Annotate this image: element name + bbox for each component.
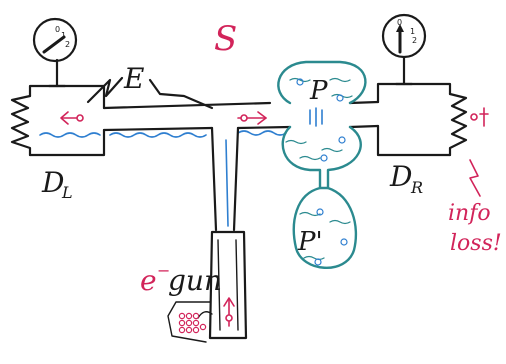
info-loss-pointer <box>469 159 481 197</box>
left-gauge: 0 1 2 <box>32 17 78 88</box>
piston-label-P: P <box>309 76 328 106</box>
chamber-P-lower <box>281 125 362 190</box>
piston-label-P-prime: P' <box>297 227 323 257</box>
pipe-zigzag-left <box>86 76 124 104</box>
gun-grip-dots <box>178 312 207 334</box>
right-gauge-tick-2: 2 <box>412 36 417 45</box>
left-gauge-tick-1: 1 <box>61 31 66 40</box>
electron-gun: e − gun <box>140 230 248 343</box>
chamber-P-prime <box>292 186 358 269</box>
pipe-bottom-left <box>102 126 214 132</box>
gun-label-sup: − <box>157 261 170 280</box>
info-loss-line1: info <box>448 201 491 226</box>
gun-label: gun <box>168 264 222 297</box>
system-label: S <box>214 19 237 59</box>
piston-gap-marks <box>309 107 323 127</box>
pipe-label-E: E <box>123 62 144 95</box>
detector-left-label: D <box>41 166 64 199</box>
left-detector <box>10 84 106 157</box>
pipe-zigzag-right <box>148 78 214 110</box>
gun-label-prefix: e <box>140 264 157 297</box>
right-detector <box>376 82 489 157</box>
right-gauge-tick-0: 0 <box>397 18 402 27</box>
left-gauge-tick-0: 0 <box>55 25 60 34</box>
pipe-water-left <box>109 132 207 138</box>
piston-chamber-top: P <box>277 60 367 190</box>
left-gauge-needle <box>42 35 66 54</box>
detector-left-sub: L <box>61 183 73 202</box>
vertical-water-line <box>225 139 229 227</box>
right-gauge-tick-1: 1 <box>410 27 415 36</box>
detector-right-label: D <box>389 160 412 193</box>
right-spring <box>448 92 468 157</box>
vertical-pipe <box>210 126 240 232</box>
left-spring <box>10 94 32 157</box>
info-loss-line2: loss! <box>450 231 502 256</box>
pipe-top-left <box>102 101 272 110</box>
gun-grip <box>167 301 211 343</box>
piston-chamber-bottom: P' <box>292 186 358 269</box>
detector-right-sub: R <box>410 178 423 197</box>
right-electron-marker <box>479 107 489 127</box>
pipe-water-right <box>237 130 287 136</box>
left-gauge-dial <box>32 17 78 63</box>
left-gauge-tick-2: 2 <box>65 40 70 49</box>
gun-barrel <box>208 230 248 340</box>
chamber-P-upper <box>277 60 367 105</box>
right-gauge: 0 1 2 <box>381 13 427 86</box>
left-water-wave <box>39 132 101 138</box>
right-gauge-dial <box>381 13 427 59</box>
main-pipe: E <box>86 62 380 138</box>
